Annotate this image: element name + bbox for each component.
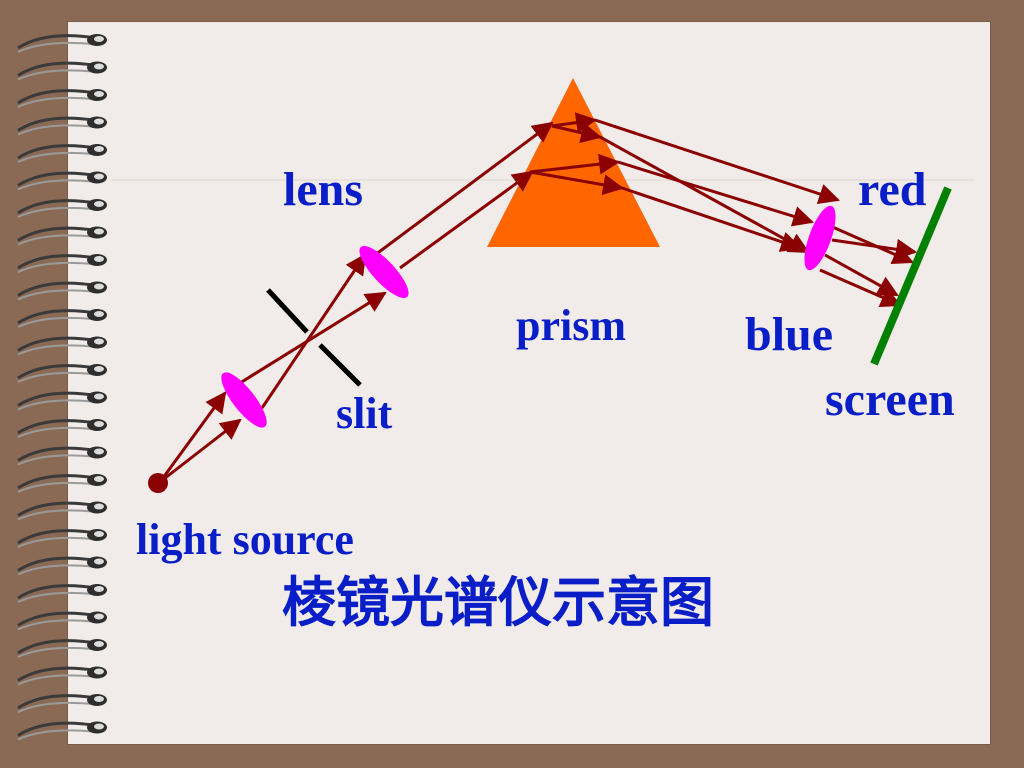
light-source-dot-icon <box>148 473 168 493</box>
ray-out-blue-upper <box>599 135 810 254</box>
label-screen: screen <box>825 373 955 426</box>
ray-to-screen-4 <box>819 268 902 308</box>
paper-sheet <box>68 22 990 744</box>
ray-prism-inner-4 <box>529 170 625 196</box>
lens-second <box>359 246 409 298</box>
label-red: red <box>858 163 927 216</box>
lens-first <box>221 372 267 428</box>
ray-source-upper <box>158 391 227 483</box>
ray-to-prism-upper <box>374 121 554 257</box>
ray-out-red-upper <box>594 118 840 205</box>
ray-prism-inner-2 <box>551 122 603 144</box>
lens-third <box>804 205 836 271</box>
ray-prism-inner-1 <box>551 112 598 134</box>
prism <box>487 78 660 247</box>
label-lens: lens <box>283 163 364 216</box>
slit-bar-lower <box>318 343 362 387</box>
ray-cross-b <box>260 253 367 409</box>
spiral-binding-icon <box>17 34 107 741</box>
ray-source-lower <box>159 418 242 484</box>
ray-to-prism-lower <box>399 170 534 270</box>
label-light-source: light source <box>136 515 354 564</box>
slit-bar-upper <box>266 288 309 334</box>
screen-bar <box>870 186 952 366</box>
caption-title: 棱镜光谱仪示意图 <box>282 571 714 634</box>
light-rays <box>158 112 918 484</box>
ray-prism-inner-3 <box>529 153 621 175</box>
ray-out-blue-lower <box>621 186 802 252</box>
ray-cross-a <box>239 291 387 385</box>
ray-to-screen-2 <box>827 223 914 264</box>
ray-out-red-lower <box>617 160 815 227</box>
label-blue: blue <box>745 308 834 361</box>
label-prism: prism <box>516 301 626 350</box>
label-slit: slit <box>336 389 393 438</box>
